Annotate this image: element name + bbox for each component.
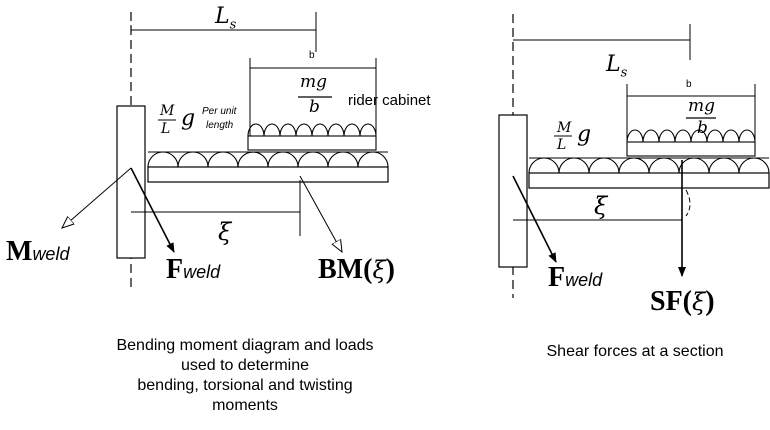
left-xi-label: ξ bbox=[218, 218, 232, 246]
left-m-weld-arrow bbox=[62, 167, 132, 228]
left-m-numerator: M bbox=[160, 103, 175, 119]
left-caption-line-2: used to determine bbox=[180, 357, 310, 374]
left-length-label: length bbox=[206, 120, 234, 131]
left-rider-cabinet-label: rider cabinet bbox=[348, 92, 431, 109]
left-cabinet-load bbox=[247, 123, 377, 137]
left-caption-line-3: bending, torsional and twisting bbox=[137, 377, 353, 394]
right-sf-label: SF(ξ) bbox=[650, 286, 715, 317]
left-bm-arrow bbox=[299, 175, 342, 252]
left-caption: Bending moment diagram and loads used to… bbox=[80, 336, 410, 416]
left-mg-denominator: b bbox=[309, 97, 320, 117]
left-beam bbox=[147, 166, 389, 183]
left-l-denominator: L bbox=[161, 121, 171, 137]
right-mg-label: mg bbox=[688, 96, 716, 116]
right-section-dashed bbox=[685, 189, 691, 217]
right-support-plate bbox=[498, 114, 528, 268]
left-b-label: b bbox=[309, 50, 315, 61]
left-per-unit-label: Per unit bbox=[202, 106, 237, 117]
right-cabinet-load bbox=[626, 129, 756, 143]
left-f-weld-label: Fweld bbox=[166, 254, 221, 285]
right-mg-denominator: b bbox=[697, 118, 708, 138]
right-ls-label: Ls bbox=[606, 52, 628, 81]
left-rider-cabinet-block bbox=[247, 135, 377, 151]
right-distributed-load bbox=[528, 157, 770, 174]
left-support-plate bbox=[116, 105, 146, 259]
left-ls-label: Ls bbox=[215, 4, 237, 33]
right-diagram bbox=[498, 14, 770, 298]
right-f-weld-label: Fweld bbox=[548, 262, 603, 293]
left-diagram bbox=[62, 12, 389, 290]
right-f-weld-arrow bbox=[512, 175, 557, 263]
left-caption-line-4: moments bbox=[212, 397, 278, 414]
left-m-weld-label: Mweld bbox=[6, 236, 70, 267]
left-mg-label: mg bbox=[300, 72, 328, 92]
right-caption-line-1: Shear forces at a section bbox=[546, 343, 724, 360]
left-caption-line-1: Bending moment diagram and loads bbox=[116, 337, 374, 354]
right-m-numerator: M bbox=[557, 120, 572, 136]
right-caption: Shear forces at a section bbox=[520, 342, 750, 362]
left-distributed-load bbox=[147, 151, 389, 168]
right-b-label: b bbox=[686, 79, 692, 90]
left-g-label: g bbox=[181, 106, 196, 131]
right-beam bbox=[528, 172, 770, 189]
left-f-weld-arrow bbox=[130, 167, 175, 253]
right-l-denominator: L bbox=[557, 137, 567, 153]
right-g-label: g bbox=[577, 122, 592, 147]
right-rider-cabinet-block bbox=[626, 141, 756, 157]
right-xi-label: ξ bbox=[594, 192, 608, 220]
left-bm-label: BM(ξ) bbox=[318, 254, 395, 285]
